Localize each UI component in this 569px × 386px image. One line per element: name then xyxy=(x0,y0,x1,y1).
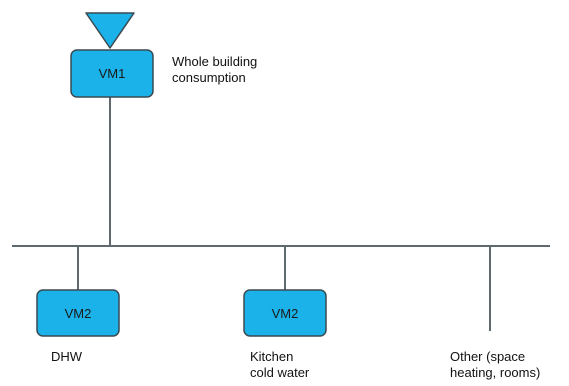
main-meter-caption-line2: consumption xyxy=(172,70,246,85)
submeter-node-kitchen: VM2 xyxy=(243,289,327,337)
inverted-triangle-icon xyxy=(85,12,135,49)
other-branch-caption-line1: Other (space xyxy=(450,349,525,364)
submeter-caption-dhw: DHW xyxy=(51,349,83,364)
submeter-caption-kitchen-line2: cold water xyxy=(250,365,310,380)
submeter-box-kitchen xyxy=(243,289,327,337)
main-meter-label: VM1 xyxy=(99,66,126,81)
submeter-node-dhw: VM2 xyxy=(36,289,120,337)
main-meter-node: VM1 xyxy=(70,49,154,98)
submeter-label-kitchen: VM2 xyxy=(272,306,299,321)
submeter-label-dhw: VM2 xyxy=(65,306,92,321)
submeter-caption-kitchen-line1: Kitchen xyxy=(250,349,293,364)
main-meter-caption-line1: Whole building xyxy=(172,54,257,69)
submeter-box-dhw xyxy=(36,289,120,337)
other-branch-caption-line2: heating, rooms) xyxy=(450,365,540,380)
main-meter-box xyxy=(70,49,154,98)
